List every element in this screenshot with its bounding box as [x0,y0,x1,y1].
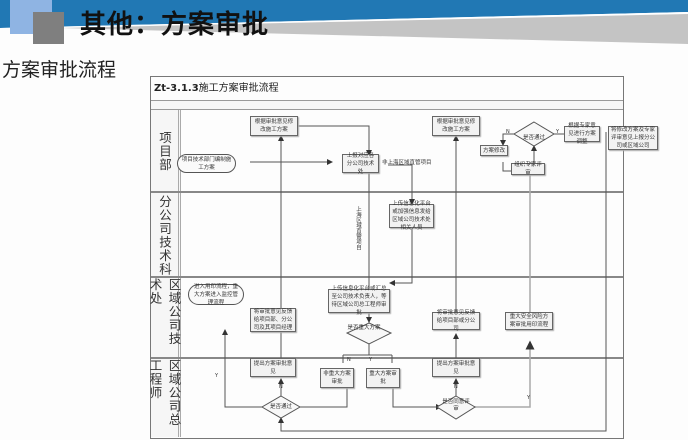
node-start: 项目技术部门编制施工方案 [177,154,236,173]
banner-gray-square [33,12,64,44]
flowchart-code: Zt-3.1.3 [154,83,199,94]
banner-blue-band [0,0,688,28]
edge-upload-down [389,219,413,286]
lane-label-region-tech: 区域公司技术处 [148,278,182,358]
edge-non-shanghai [388,164,415,205]
lane-label-project: 项目部 [151,110,181,192]
edge-revise-top [278,125,372,156]
decision-major [345,322,393,345]
flowchart-subheader [151,101,623,110]
node-plan-modify: 方案修改 [480,145,508,156]
lane-label-chief-engineer: 区域公司总工程师 [148,359,182,437]
node-enter-print: 进入用印流程，重大方案进入监控管理流程 [188,284,244,306]
node-non-major-approve: 非重大方案审批 [320,368,354,388]
node-upload-summary: 上传信息化平台或汇总至公司技术负责人，等待区域公司总工程师审批 [328,286,390,316]
slide-title: 其他：方案审批 [80,10,270,40]
label-no: N [279,384,283,390]
node-submit-final: 将修改方案及专家评审意见上报分公司或区域公司 [608,126,658,150]
lane-divider [151,191,623,193]
node-feedback-to-project: 将审批意见反馈给项目部、分公司及其项目经理 [250,308,296,332]
lane-divider [151,276,623,278]
edge-major-to-agree [392,382,442,410]
label-shanghai-direct: 上海区域直管项目 [355,206,361,250]
flowchart-connectors [222,121,622,432]
flowchart-title: Zt-3.1.3施工方案审批流程 [151,77,623,101]
decision-pass-2 [261,395,301,419]
decision-agree [436,395,476,420]
node-revise-by-opinion-2: 根据审批意见修改施工方案 [432,116,480,136]
label-no: N [347,357,351,363]
lane-divider [151,357,623,359]
label-yes: Y [527,395,531,401]
node-pass-q2-text: 是否通过 [269,404,292,410]
node-adjust-by-expert: 根据专家意见进行方案调整 [564,123,600,145]
label-no: N [454,384,458,390]
flowchart-name: 施工方案审批流程 [198,83,279,94]
node-pass-q1-text: 是否通过 [522,135,545,141]
label-yes: Y [215,373,219,379]
node-organize-review: 组织专家评审 [511,162,545,176]
header-banner [0,0,688,44]
banner-white-stripe [0,12,688,28]
lane-label-text: 区域公司技术处 [147,278,182,346]
node-agree-q-text: 是否同意评审 [442,399,470,412]
decision-pass-1 [513,121,555,147]
edge-pass-yes [222,329,263,408]
node-raise-opinion: 提出方案审批意见 [250,358,296,377]
edge-nonmajor-to-pass [286,382,348,410]
node-upload-info-platform: 上传信息化平台或加强信息发给区域公司技术处相关人员 [389,201,434,231]
lane-label-text: 区域公司总工程师 [147,359,182,427]
label-non-shanghai: 非上海区域直管项目 [382,160,432,166]
edge-major-branch [342,344,393,363]
node-major-approve: 重大方案审批 [366,368,400,388]
label-yes: Y [369,357,373,363]
slide-subtitle: 方案审批流程 [2,59,117,81]
edge-pass1-no [500,133,514,146]
edge-agree-yes [471,340,535,408]
node-revise-by-opinion: 根据审批意见修改施工方案 [250,116,298,136]
lane-label-text: 分公司技术科 [157,194,172,276]
lane-label-text: 项目部 [157,130,172,172]
node-report-branch: 上报对应各分公司技术处 [342,153,379,175]
node-feedback-2: 将审批意见反馈给项目部或分公司 [432,310,480,332]
node-major-safety: 重大安全风险方案审批用印流程 [505,312,553,330]
node-major-q-text: 是否重大方案 [347,325,381,331]
label-no: N [506,129,510,135]
banner-gray-wedge [60,14,688,44]
label-yes: Y [556,129,560,135]
lane-label-branch-tech: 分公司技术科 [151,193,181,277]
node-raise-opinion-2: 提出方案审批意见 [432,358,480,377]
